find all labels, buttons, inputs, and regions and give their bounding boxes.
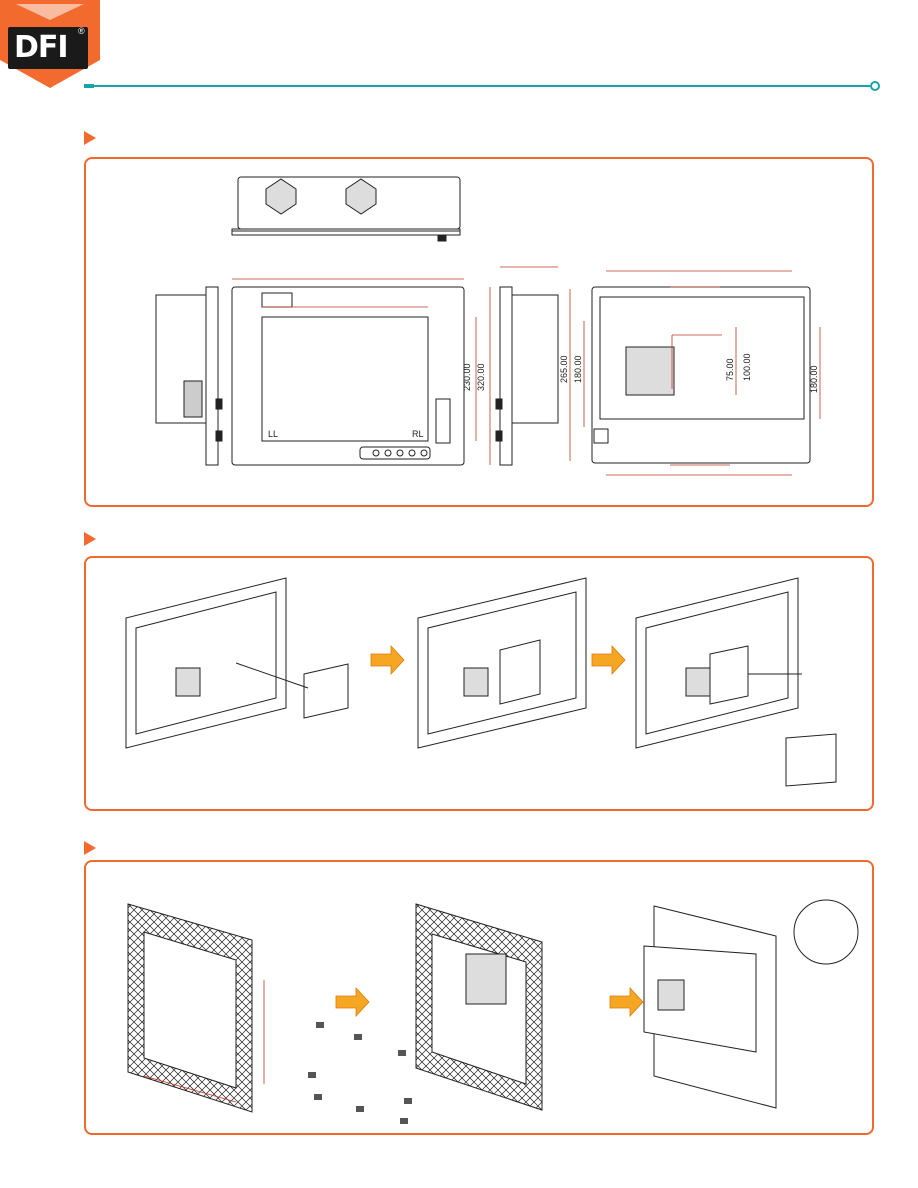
gasket-frame [127,903,253,1113]
section-marker-vesa [84,532,96,546]
corner-label-left: LL [268,429,278,439]
vesa-step-2 [417,577,587,749]
header-rule [84,81,880,91]
panel-mount-panel [84,860,874,1135]
vesa-step-3 [635,577,837,787]
mount-clips [308,1022,412,1124]
registered-mark: ® [78,26,85,36]
vesa-step-1 [125,577,349,749]
dimensions-panel: 230.00 320.00 265.00 180.00 75.00 100.00… [84,157,874,507]
left-side-view [155,286,223,466]
section-marker-panel [84,841,96,855]
top-view-drawing [231,176,461,242]
panel-mount-drawings [127,899,859,1124]
dimension-drawings: 230.00 320.00 265.00 180.00 75.00 100.00… [155,176,821,476]
panel-arrows [335,986,644,1018]
dim-front-width: 230.00 [462,363,472,391]
dim-front-height: 320.00 [476,363,486,391]
front-view [231,286,465,466]
dim-rear-outer: 265.00 [559,355,569,383]
mounted-unit [643,899,859,1109]
vesa-arrows [370,644,626,676]
gasket-with-unit [415,903,543,1111]
dim-rear-inner: 180.00 [573,355,583,383]
right-side-view [495,286,559,466]
corner-label-right: RL [412,429,424,439]
section-marker-dimensions [84,131,96,145]
rear-view [591,286,811,464]
dim-rear-right: 180.00 [809,365,819,393]
vesa-mount-drawings [125,577,837,787]
vesa-mount-panel [84,556,874,811]
logo-text: DFI [14,30,69,65]
dim-vesa-75: 75.00 [725,358,735,381]
dim-vesa-100: 100.00 [742,353,752,381]
dfi-logo [0,0,100,88]
